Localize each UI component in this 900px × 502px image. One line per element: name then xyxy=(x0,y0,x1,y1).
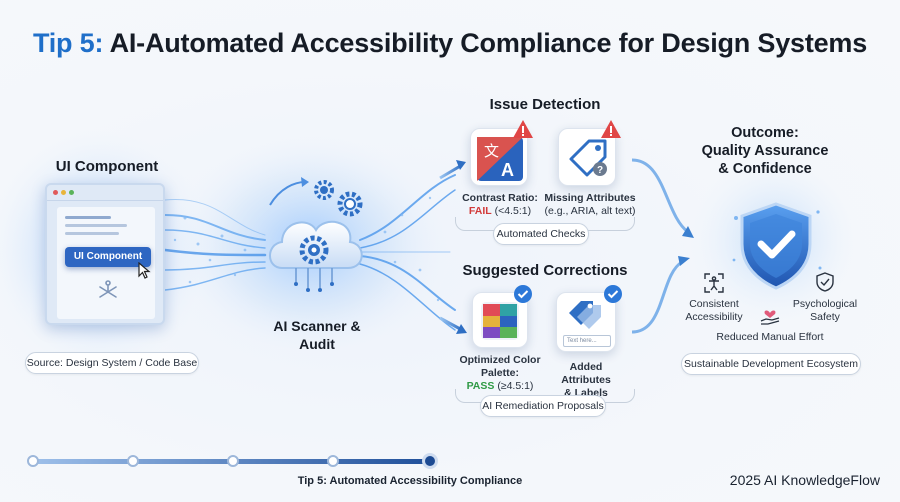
attributes-label: Missing Attributes (e.g., ARIA, alt text… xyxy=(540,192,640,218)
warning-icon xyxy=(513,120,533,138)
attributes-label-line1: Missing Attributes xyxy=(544,192,636,204)
benefit-consistent-line2: Accessibility xyxy=(685,311,743,323)
benefit-consistent-line1: Consistent xyxy=(689,298,739,310)
ai-scanner-cloud-icon xyxy=(269,180,363,292)
progress-step-3[interactable] xyxy=(227,455,239,467)
text-line xyxy=(65,232,119,235)
benefit-reduced-effort: Reduced Manual Effort xyxy=(716,331,824,343)
hand-heart-icon xyxy=(760,310,780,325)
progress-step-1[interactable] xyxy=(27,455,39,467)
progress-step-2[interactable] xyxy=(127,455,139,467)
warning-icon xyxy=(601,120,621,138)
outcome-heading-line1: Outcome: xyxy=(731,125,799,141)
contrast-label-line1: Contrast Ratio: xyxy=(462,192,538,204)
source-caption: Source: Design System / Code Base xyxy=(25,352,199,374)
ecosystem-label: Sustainable Development Ecosystem xyxy=(681,353,861,375)
labels-label-line1: Added Attributes xyxy=(561,361,611,386)
contrast-label: Contrast Ratio: FAIL (<4.5:1) xyxy=(455,192,545,218)
progress-step-5[interactable] xyxy=(422,453,438,469)
accessibility-icon xyxy=(704,273,724,293)
check-badge-icon xyxy=(604,285,622,303)
ui-component-button[interactable]: UI Component xyxy=(65,247,151,267)
palette-icon xyxy=(481,302,519,340)
palette-status: PASS xyxy=(466,380,495,392)
benefit-safety-line2: Safety xyxy=(810,311,840,323)
benefit-consistent: Consistent Accessibility xyxy=(675,298,753,324)
palette-detail: (≥4.5:1) xyxy=(497,380,534,392)
contrast-icon: 文 A xyxy=(477,137,523,181)
label-icon xyxy=(569,301,601,329)
palette-label-line2: Palette: xyxy=(481,367,519,379)
tag-icon: ? xyxy=(569,139,607,177)
outcome-heading-line3: & Confidence xyxy=(718,161,812,177)
svg-text:文: 文 xyxy=(484,142,499,160)
scanner-label-line1: AI Scanner & xyxy=(273,318,361,334)
progress-label: Tip 5: Automated Accessibility Complianc… xyxy=(297,475,523,487)
progress-step-4[interactable] xyxy=(327,455,339,467)
window-dot-red xyxy=(53,190,58,195)
palette-label-line1: Optimized Color xyxy=(459,354,541,366)
labels-label: Added Attributes & Labels xyxy=(546,361,626,400)
palette-label: Optimized Color Palette: PASS (≥4.5:1) xyxy=(456,354,544,393)
accessibility-issue-icon xyxy=(99,280,117,298)
shield-small-icon xyxy=(816,272,834,292)
title-tip: Tip 5: xyxy=(32,28,104,58)
shield-check-icon xyxy=(732,202,822,290)
window-dot-green xyxy=(69,190,74,195)
outcome-heading-line2: Quality Assurance xyxy=(701,143,829,159)
component-window: UI Component xyxy=(45,183,165,325)
gear-icon xyxy=(314,180,363,217)
scanner-label: AI Scanner & Audit xyxy=(252,317,382,353)
text-line xyxy=(65,216,111,219)
source-heading: UI Component xyxy=(55,158,159,175)
cursor-icon xyxy=(138,262,151,279)
text-input-sample: Text here... xyxy=(563,335,611,347)
window-titlebar xyxy=(47,185,163,201)
remediation-label: AI Remediation Proposals xyxy=(480,395,606,417)
contrast-status: FAIL xyxy=(468,205,492,217)
brand-label: 2025 AI KnowledgeFlow xyxy=(729,472,880,488)
window-dot-yellow xyxy=(61,190,66,195)
check-badge-icon xyxy=(514,285,532,303)
svg-text:A: A xyxy=(501,160,514,180)
outcome-heading: Outcome: Quality Assurance & Confidence xyxy=(690,124,840,178)
benefit-safety-line1: Psychological xyxy=(792,298,858,310)
labels-card: Text here... xyxy=(556,292,616,352)
automated-checks-label: Automated Checks xyxy=(493,223,589,245)
page-title: Tip 5: AI-Automated Accessibility Compli… xyxy=(0,28,900,59)
text-line xyxy=(65,224,127,227)
scanner-label-line2: Audit xyxy=(299,336,335,352)
contrast-detail: (<4.5:1) xyxy=(494,205,532,217)
benefit-safety: Psychological Safety xyxy=(786,298,864,324)
issue-detection-heading: Issue Detection xyxy=(489,96,601,113)
suggested-corrections-heading: Suggested Corrections xyxy=(462,262,628,279)
title-text: AI-Automated Accessibility Compliance fo… xyxy=(109,28,868,58)
attributes-label-line2: (e.g., ARIA, alt text) xyxy=(544,205,636,217)
svg-text:?: ? xyxy=(597,165,603,176)
